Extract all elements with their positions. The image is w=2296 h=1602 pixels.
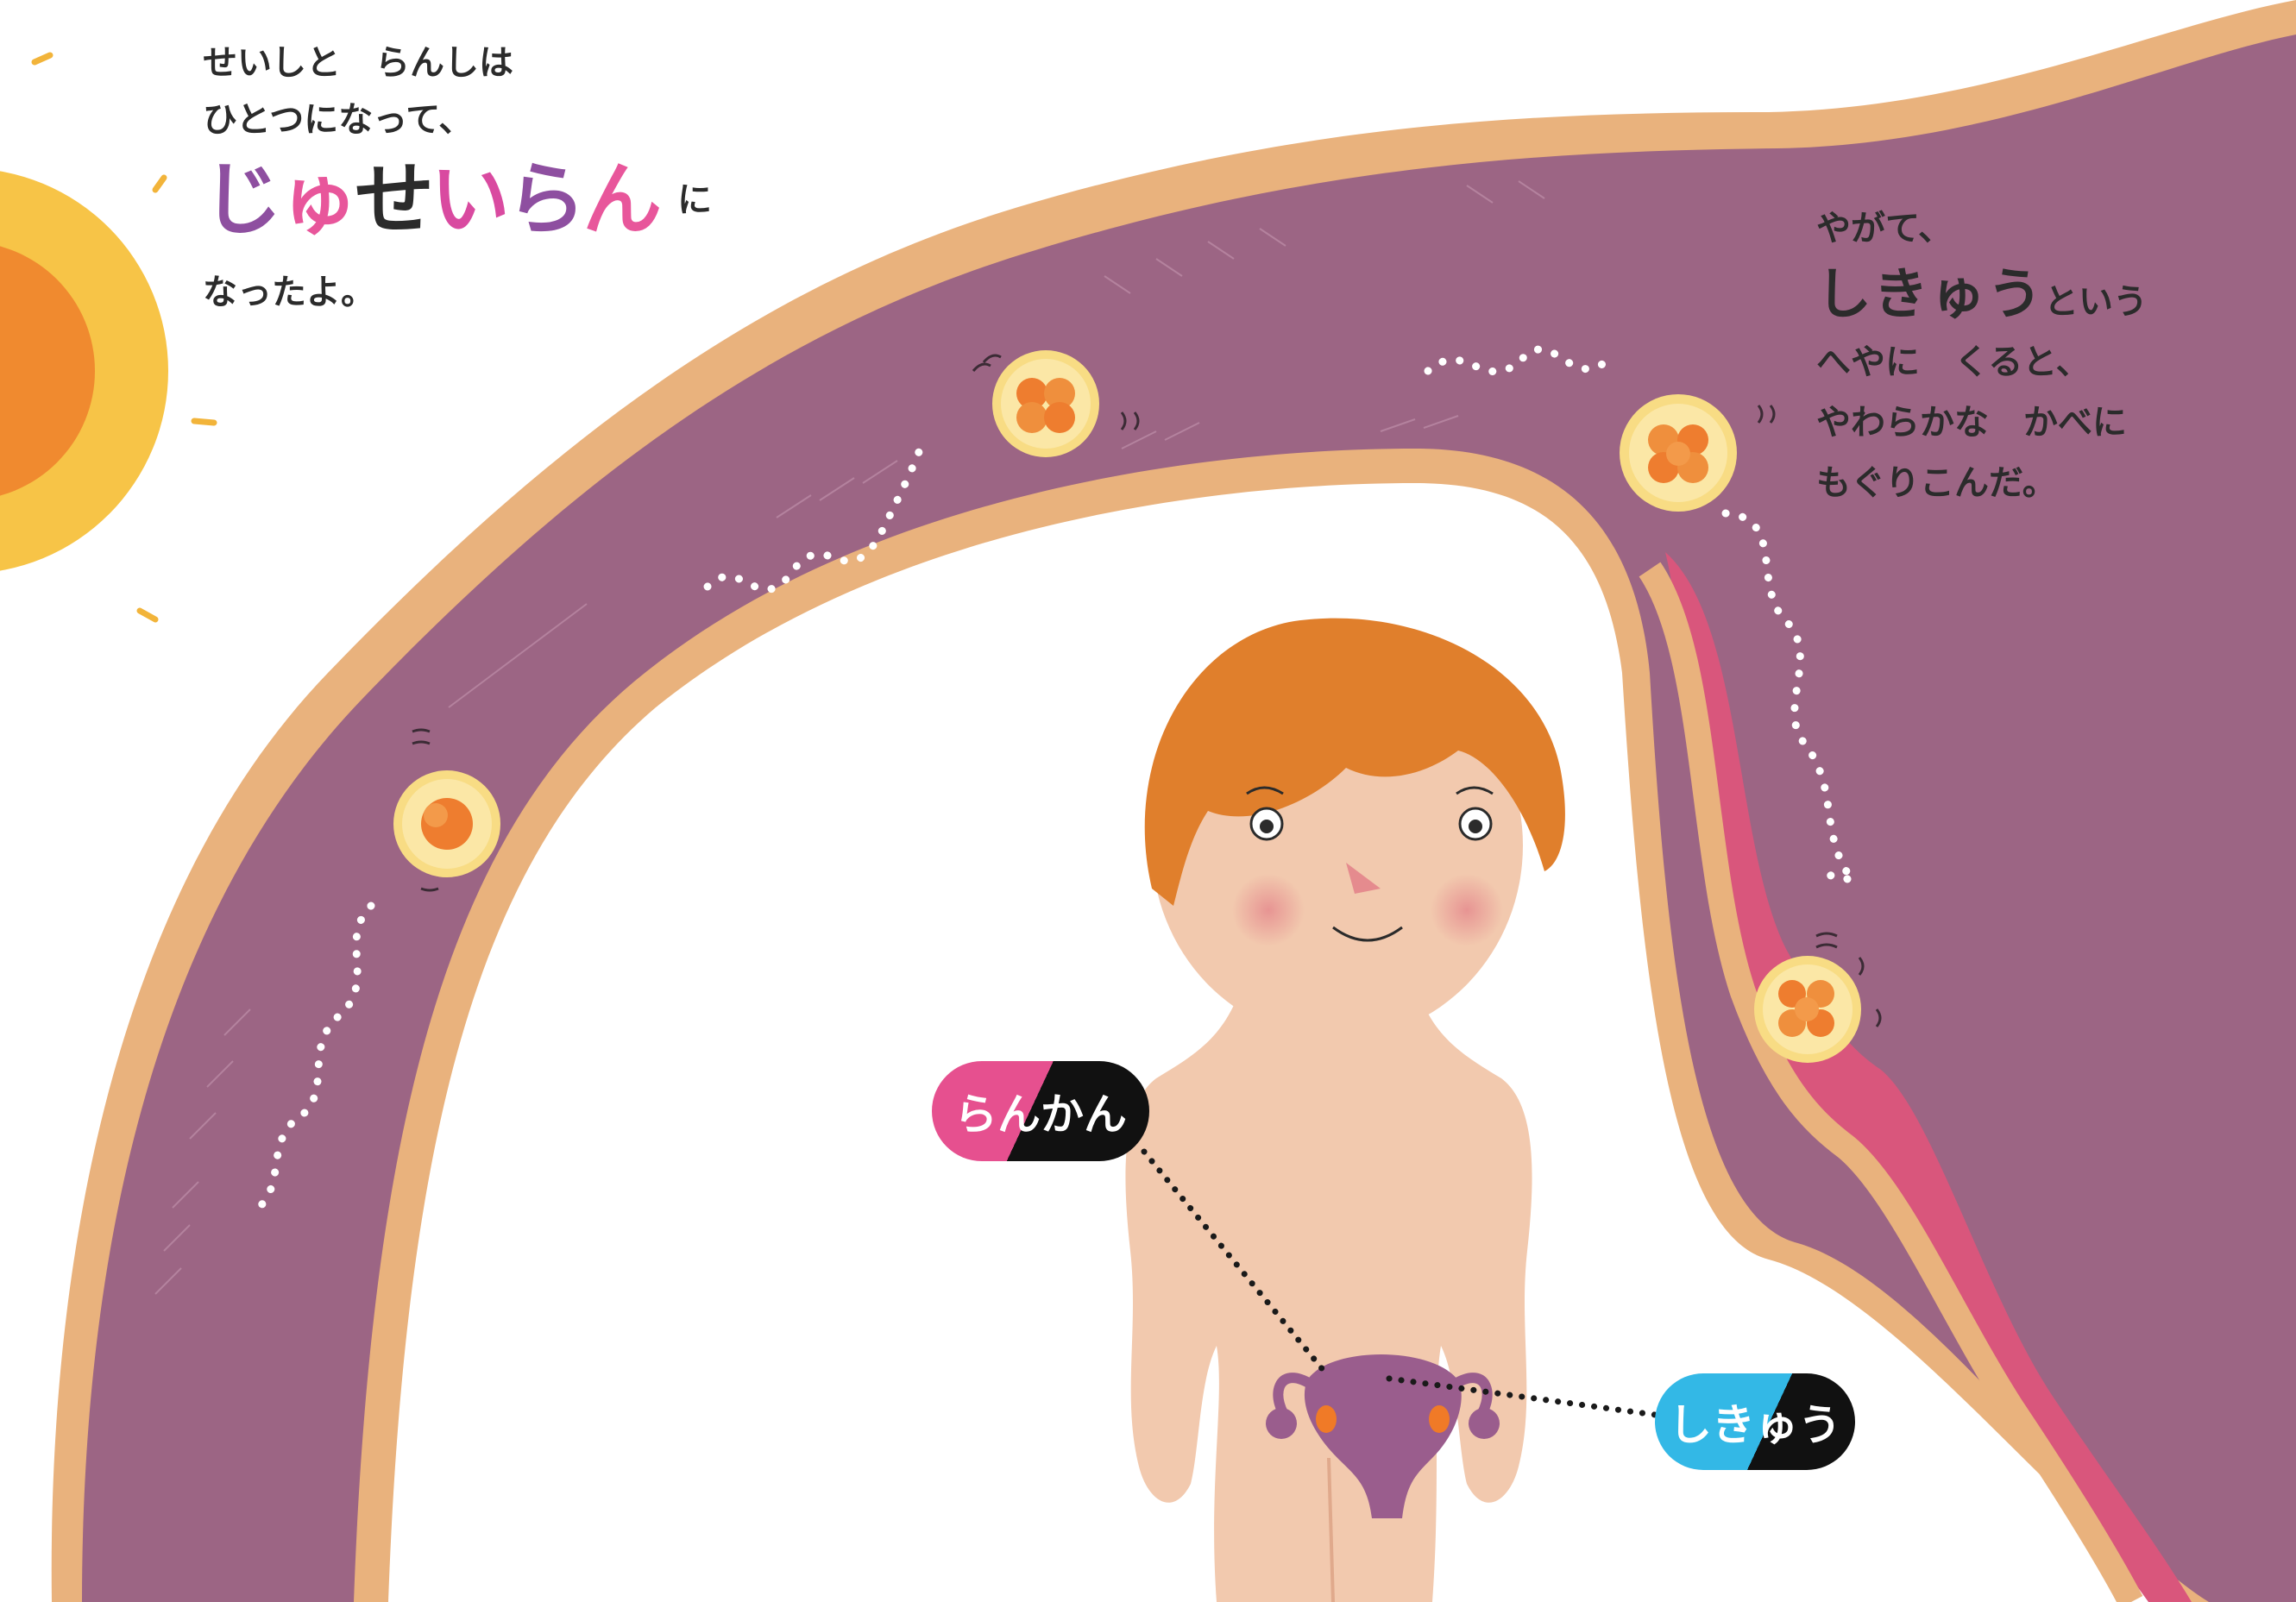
story2-line3: へやに くると、: [1816, 332, 2148, 393]
story1-line2: ひとつになって、: [203, 91, 712, 148]
highlight-char-5: ら: [506, 154, 582, 246]
story2-line1: やがて、: [1816, 198, 2148, 259]
sun-icon: [0, 55, 214, 619]
ovary-label-text: らんかん: [954, 1080, 1127, 1142]
story1-line1: せいしと らんしは: [203, 35, 712, 91]
highlight-char-6: ん: [582, 154, 658, 246]
story1-highlight-row: じゅせいらんに: [203, 148, 712, 252]
story2-highlight: しきゅう: [1816, 263, 2044, 327]
story2-line5: もぐりこんだ。: [1816, 453, 2148, 513]
story2-line2: しきゅうという: [1816, 259, 2148, 332]
story-text-2: やがて、 しきゅうという へやに くると、 やわらかな かべに もぐりこんだ。: [1816, 198, 2148, 513]
highlight-char-2: ゅ: [279, 154, 355, 246]
uterus-label: しきゅう: [1655, 1373, 1855, 1470]
ovary-label: らんかん: [932, 1061, 1149, 1161]
story1-suffix: に: [677, 180, 712, 220]
uterus-label-text: しきゅう: [1669, 1391, 1841, 1453]
story1-highlight: じゅせいらん: [203, 148, 658, 252]
story2-line2-rest: という: [2044, 282, 2148, 322]
story-text-1: せいしと らんしは ひとつになって、 じゅせいらんに なったよ。: [203, 35, 712, 321]
highlight-char-1: じ: [203, 154, 279, 246]
story2-line4: やわらかな かべに: [1816, 393, 2148, 453]
story1-line3: なったよ。: [203, 264, 712, 321]
highlight-char-3: せ: [355, 154, 431, 246]
highlight-char-4: い: [431, 154, 506, 246]
